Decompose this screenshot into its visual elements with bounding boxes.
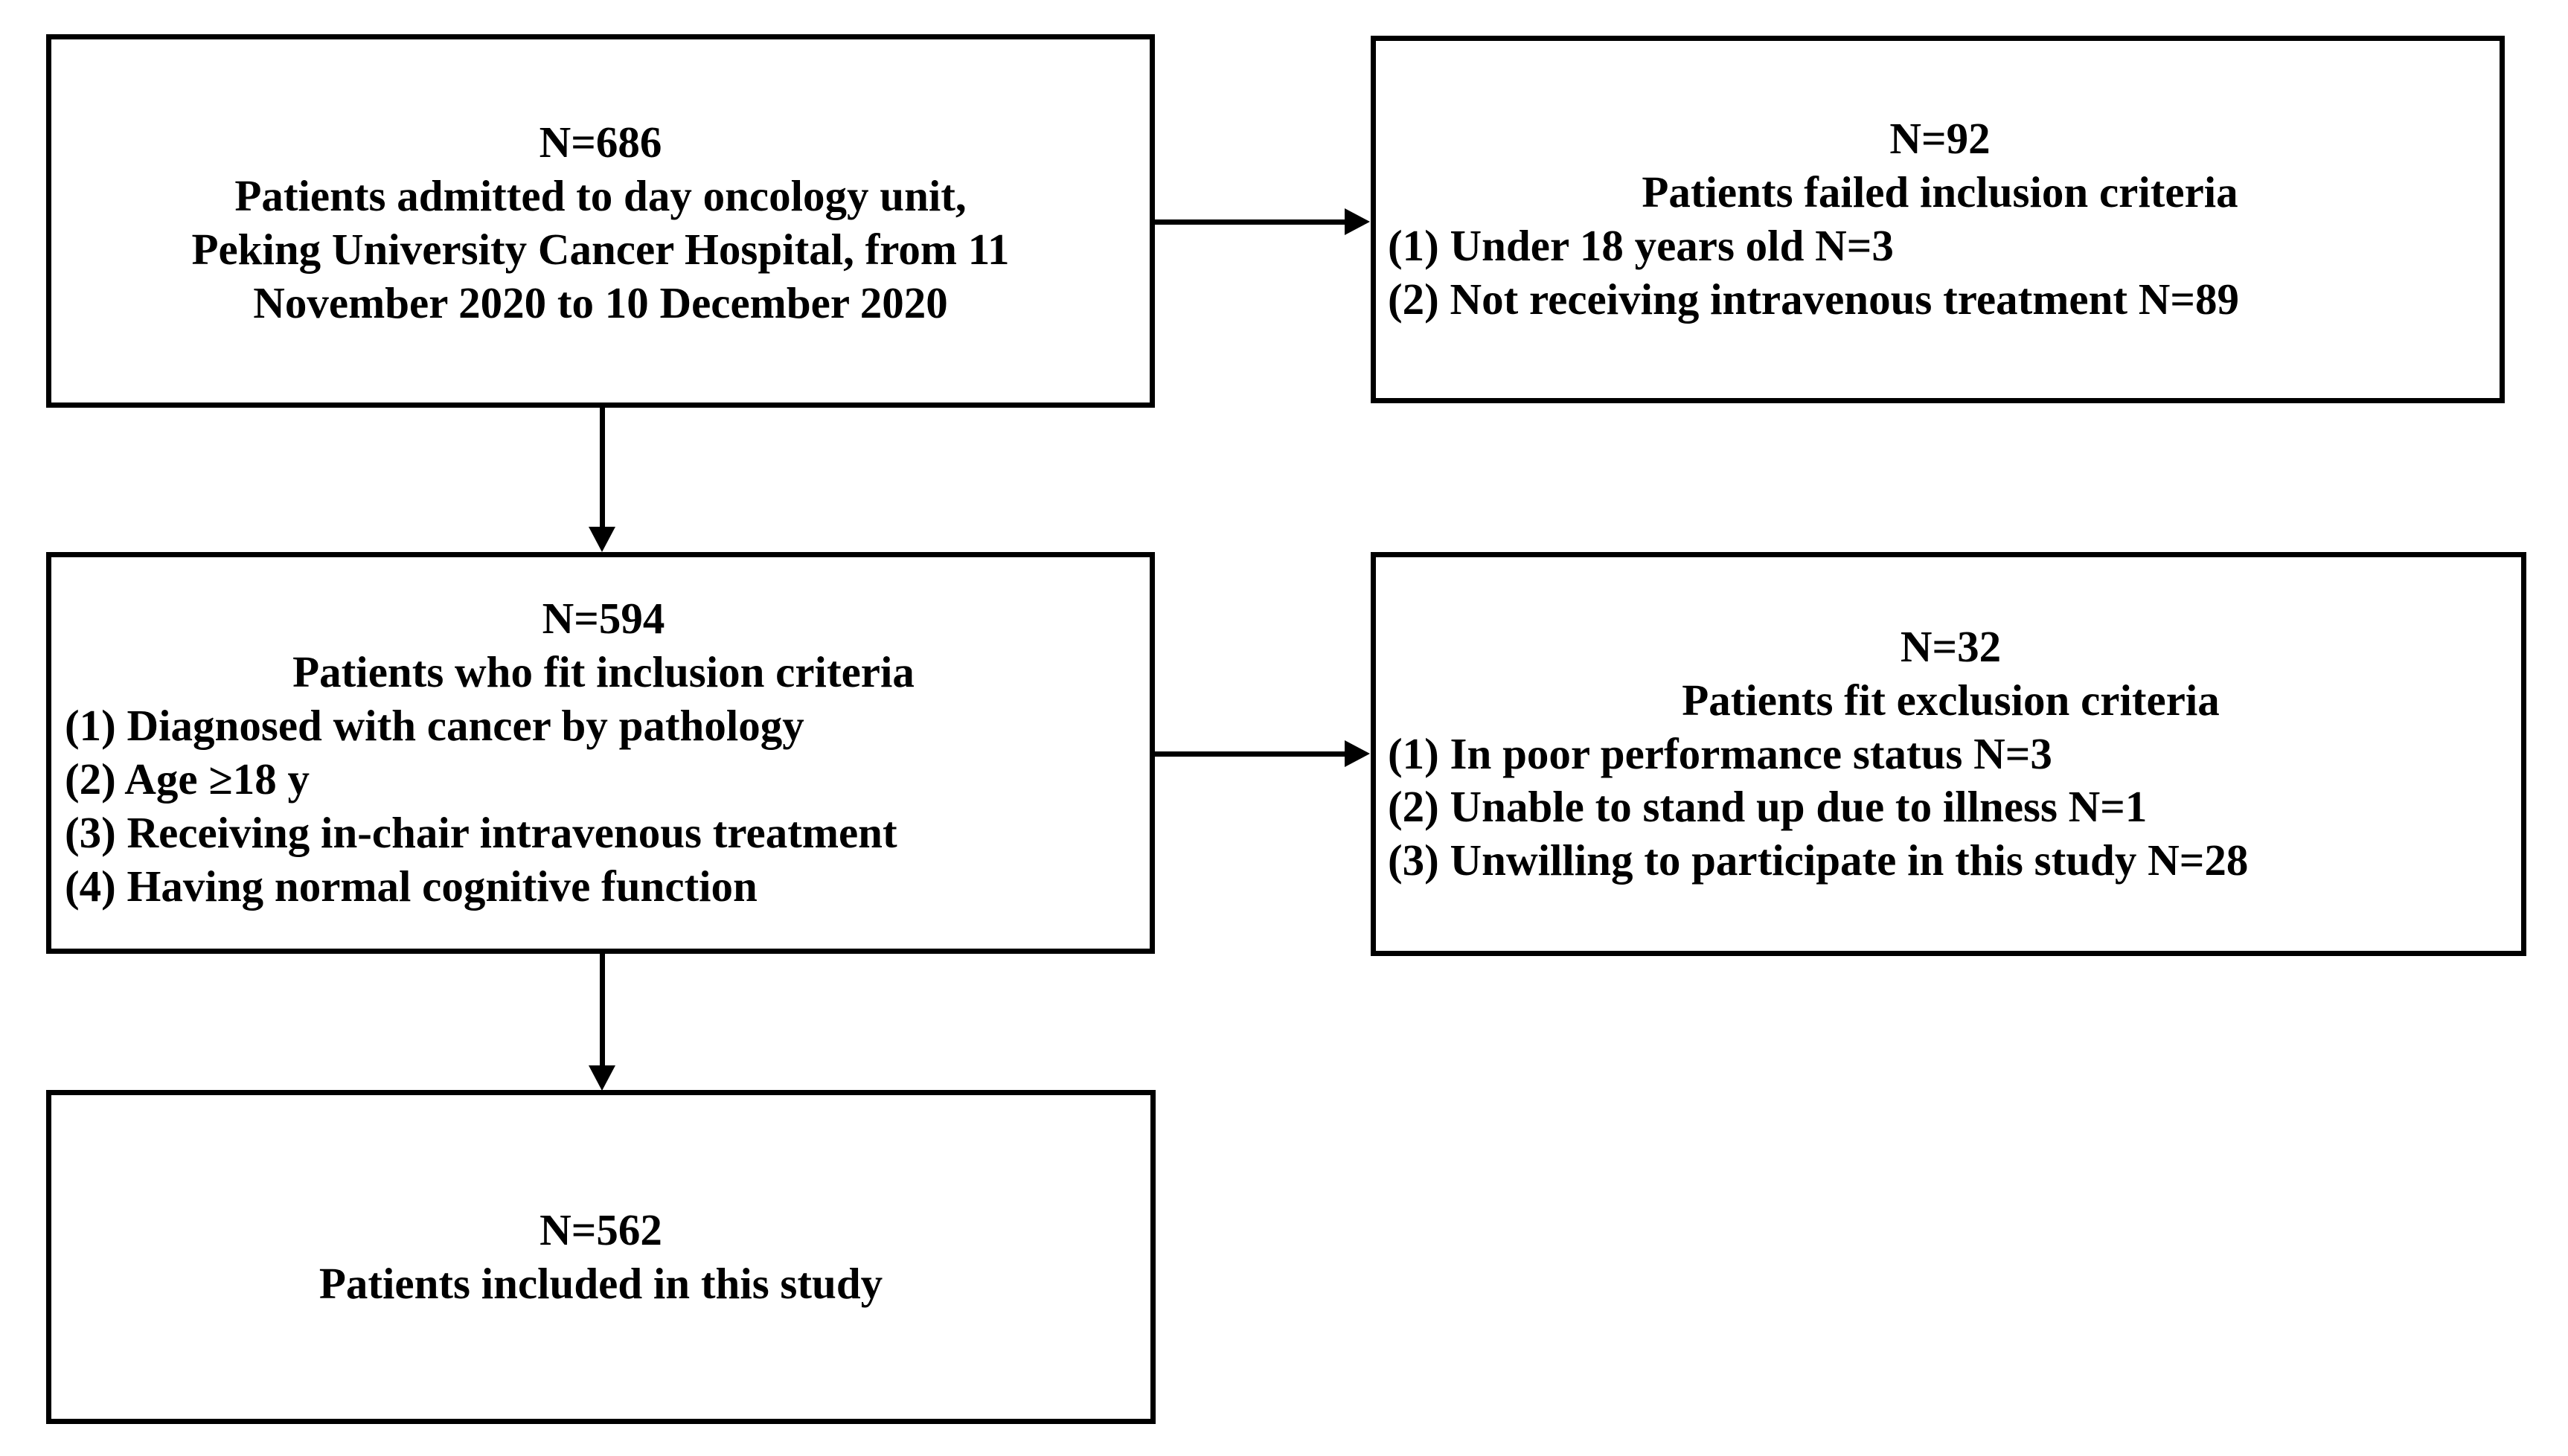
connector-line — [1155, 751, 1348, 757]
fit-inclusion-count: N=594 — [542, 594, 665, 644]
fit-inclusion-item-1: (1) Diagnosed with cancer by pathology — [65, 701, 804, 751]
node-included-content: N=562 Patients included in this study — [51, 1204, 1150, 1311]
admitted-line-2: Peking University Cancer Hospital, from … — [191, 225, 1010, 274]
arrow-admitted-to-fit-inclusion — [589, 408, 630, 554]
connector-line — [600, 408, 605, 530]
connector-line — [600, 954, 605, 1069]
arrowhead-right-icon — [1345, 740, 1370, 767]
fit-inclusion-item-3: (3) Receiving in-chair intravenous treat… — [65, 807, 897, 857]
node-patients-included: N=562 Patients included in this study — [46, 1090, 1156, 1424]
fit-inclusion-item-4: (4) Having normal cognitive function — [65, 861, 758, 911]
arrow-admitted-to-failed-inclusion — [1155, 207, 1372, 237]
node-fit-inclusion-criteria: N=594 Patients who fit inclusion criteri… — [46, 552, 1155, 954]
connector-line — [1155, 219, 1348, 225]
fit-exclusion-heading: Patients fit exclusion criteria — [1682, 675, 2220, 725]
arrowhead-down-icon — [589, 1065, 615, 1091]
admitted-line-3: November 2020 to 10 December 2020 — [253, 278, 948, 327]
failed-count: N=92 — [1889, 114, 1991, 164]
failed-item-2: (2) Not receiving intravenous treatment … — [1388, 274, 2240, 324]
failed-item-1: (1) Under 18 years old N=3 — [1388, 221, 1894, 270]
node-fit-exclusion-content: N=32 Patients fit exclusion criteria (1)… — [1376, 620, 2521, 888]
included-count: N=562 — [539, 1205, 662, 1254]
node-failed-content: N=92 Patients failed inclusion criteria … — [1376, 112, 2500, 327]
fit-inclusion-item-2: (2) Age ≥18 y — [65, 754, 310, 804]
included-heading: Patients included in this study — [318, 1258, 883, 1308]
fit-exclusion-item-3: (3) Unwilling to participate in this stu… — [1388, 836, 2249, 885]
fit-exclusion-count: N=32 — [1900, 621, 2002, 671]
failed-heading: Patients failed inclusion criteria — [1642, 167, 2238, 217]
node-fit-inclusion-content: N=594 Patients who fit inclusion criteri… — [51, 592, 1150, 914]
arrow-fit-inclusion-to-exclusion — [1155, 739, 1372, 769]
fit-exclusion-item-2: (2) Unable to stand up due to illness N=… — [1388, 782, 2148, 832]
node-admitted-content: N=686 Patients admitted to day oncology … — [51, 112, 1150, 330]
admitted-count: N=686 — [539, 118, 662, 167]
arrow-fit-inclusion-to-included — [589, 954, 630, 1092]
node-fit-exclusion-criteria: N=32 Patients fit exclusion criteria (1)… — [1371, 552, 2526, 956]
arrowhead-down-icon — [589, 527, 615, 552]
node-failed-inclusion-criteria: N=92 Patients failed inclusion criteria … — [1371, 36, 2505, 403]
fit-inclusion-heading: Patients who fit inclusion criteria — [292, 647, 915, 697]
fit-exclusion-item-1: (1) In poor performance status N=3 — [1388, 728, 2052, 778]
arrowhead-right-icon — [1345, 208, 1370, 235]
admitted-line-1: Patients admitted to day oncology unit, — [234, 171, 967, 221]
node-patients-admitted: N=686 Patients admitted to day oncology … — [46, 34, 1155, 408]
